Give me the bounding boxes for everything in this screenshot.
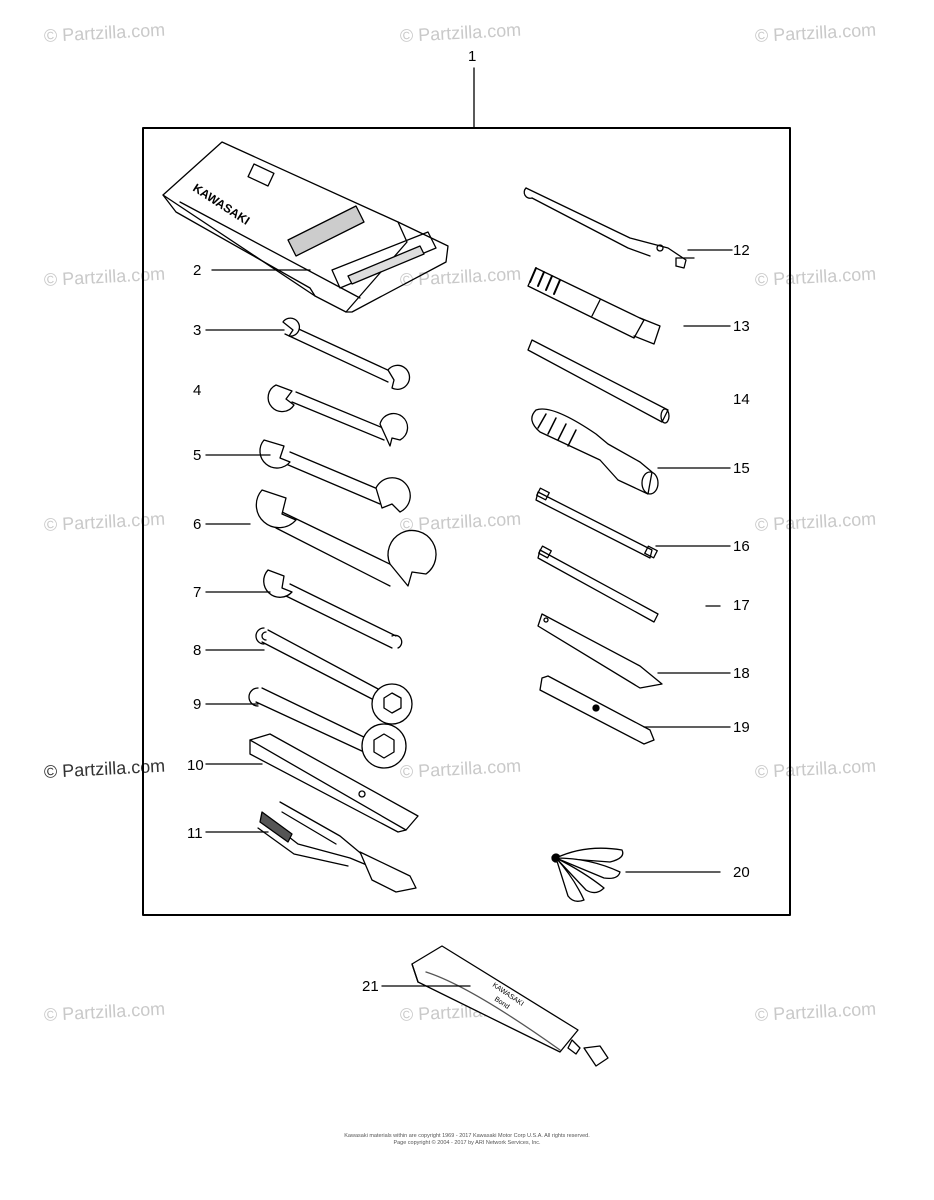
callout-number: 15	[733, 460, 750, 477]
callout-number: 9	[193, 696, 202, 713]
copyright-footer: Kawasaki materials within are copyright …	[0, 1133, 934, 1146]
wrench-5	[259, 439, 411, 513]
tommy-bar	[527, 339, 670, 424]
callout-number: 10	[187, 757, 204, 774]
callout-number: 1	[468, 48, 477, 65]
wrench-4	[267, 384, 409, 447]
extension-handle-bar	[249, 733, 419, 833]
callout-number: 16	[733, 538, 750, 555]
callout-number: 3	[193, 322, 202, 339]
wrench-6	[255, 489, 437, 587]
callout-number: 21	[362, 978, 379, 995]
copyright-line: Page copyright © 2004 - 2017 by ARI Netw…	[393, 1139, 541, 1146]
box-wrench-9	[248, 687, 407, 769]
screwdriver-grip	[531, 408, 659, 495]
callout-number: 19	[733, 719, 750, 736]
screwdriver-blade	[537, 613, 663, 689]
pliers	[257, 801, 417, 893]
tool-kit-frame	[142, 127, 791, 916]
callout-number: 12	[733, 242, 750, 259]
flat-tool	[539, 675, 655, 745]
callout-number: 20	[733, 864, 750, 881]
wrench-7	[263, 569, 403, 649]
screwdriver-flat	[537, 545, 659, 623]
callout-number: 7	[193, 584, 202, 601]
bond-tube: KAWASAKI Bond	[411, 945, 609, 1067]
wrench-small	[282, 317, 411, 390]
screwdriver-phillips	[535, 487, 658, 559]
callout-number: 17	[733, 597, 750, 614]
callout-number: 14	[733, 391, 750, 408]
callout-number: 2	[193, 262, 202, 279]
tool-bag: KAWASAKI	[162, 141, 449, 313]
callout-number: 8	[193, 642, 202, 659]
callout-number: 13	[733, 318, 750, 335]
callout-number: 6	[193, 516, 202, 533]
callout-number: 4	[193, 382, 202, 399]
copyright-line: Kawasaki materials within are copyright …	[344, 1133, 590, 1139]
spark-plug-wrench	[527, 267, 661, 345]
callout-number: 5	[193, 447, 202, 464]
callout-number: 11	[187, 825, 203, 842]
callout-number: 18	[733, 665, 750, 682]
feeler-gauge	[551, 847, 624, 902]
hook-spanner	[523, 187, 695, 269]
box-wrench-8	[255, 627, 413, 725]
